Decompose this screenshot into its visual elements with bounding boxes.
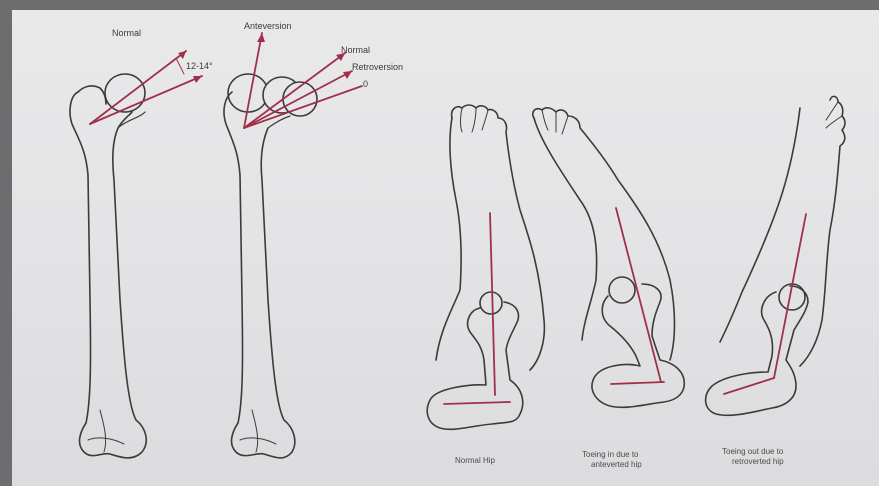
foot-outline [800, 96, 845, 366]
caption-toeing-out-line2: retroverted hip [732, 457, 784, 466]
femur-leg1 [427, 302, 523, 429]
foot-outline [452, 105, 545, 370]
femur-version [224, 74, 317, 458]
leg-axis-horizontal [724, 378, 774, 394]
leg-toeing-in [533, 108, 685, 408]
label-anteversion: Anteversion [244, 21, 292, 31]
femoral-head [105, 74, 145, 112]
leg-normal [427, 105, 544, 429]
leg-axis-horizontal [611, 382, 664, 384]
leg-axis-vertical [616, 208, 661, 382]
label-angle: 12-14° [186, 61, 213, 71]
leg-axis-horizontal [444, 402, 510, 404]
label-normal: Normal [341, 45, 370, 55]
neck-axis-line [90, 51, 186, 124]
femoral-head-leg2 [609, 277, 635, 303]
femur-normal [70, 74, 146, 458]
femoral-head-leg1 [480, 292, 502, 314]
leg-axis-vertical [490, 213, 495, 395]
caption-normal-hip: Normal Hip [455, 456, 495, 465]
label-normal-top: Normal [112, 28, 141, 38]
label-zero: 0 [363, 79, 368, 89]
caption-toeing-in-line2: anteverted hip [591, 460, 642, 469]
femur-leg2 [592, 284, 684, 407]
femur-leg3 [706, 286, 808, 415]
axis-lines [90, 33, 806, 404]
femur-outline-2 [224, 92, 295, 458]
arrowhead [178, 51, 186, 59]
label-retroversion: Retroversion [352, 62, 403, 72]
caption-toeing-out-line1: Toeing out due to [722, 447, 783, 456]
caption-toeing-in-line1: Toeing in due to [582, 450, 639, 459]
femur-outline [70, 92, 146, 458]
